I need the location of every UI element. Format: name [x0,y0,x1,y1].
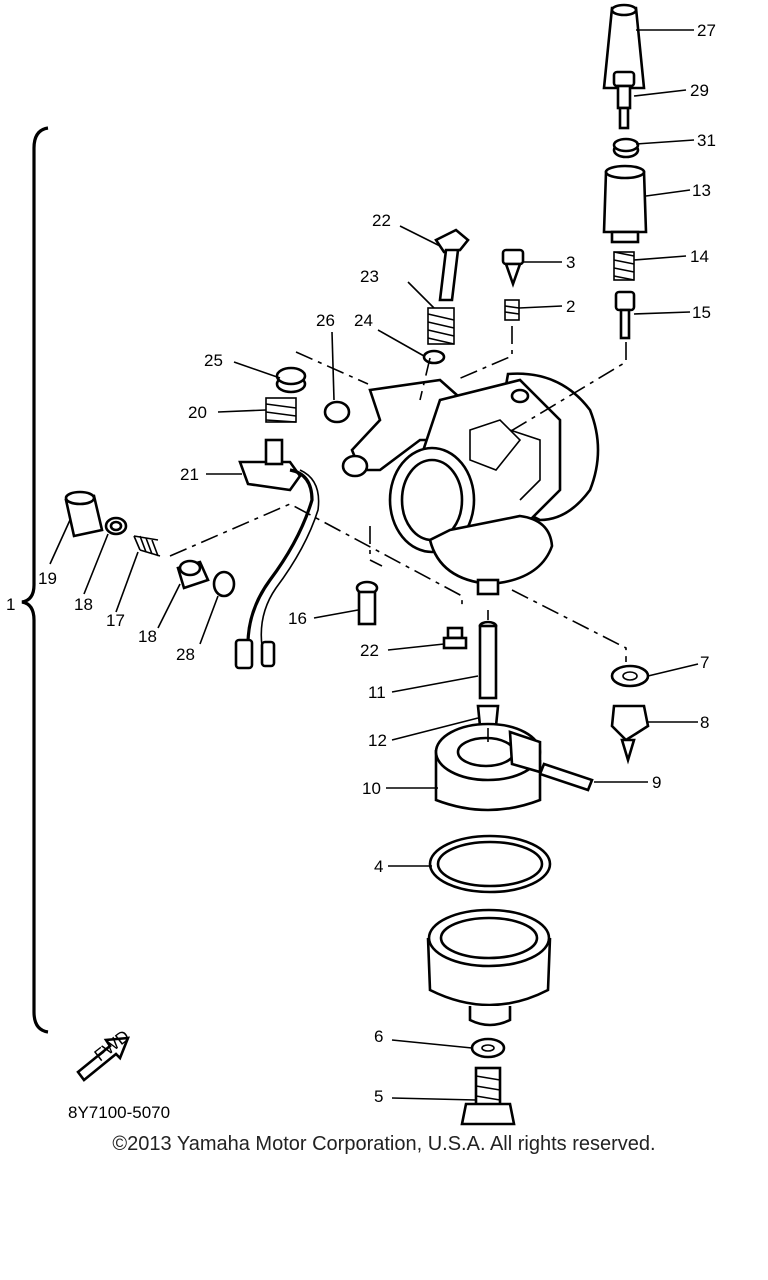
part-16-screw [355,580,379,626]
part-21-cable [246,468,314,645]
part-5-drain-plug [460,1066,516,1126]
part-20-spring [265,397,297,423]
callout-29: 28 [176,645,195,664]
callout-30: 29 [690,81,709,100]
callout-1: 1 [6,595,15,614]
part-7-washer [610,664,650,688]
part-15-throttle-valve [614,290,636,340]
part-13-mixing-chamber-top [602,164,648,244]
part-9-float-pin [538,762,594,792]
callout-7: 7 [700,653,709,672]
part-27-gasket [323,400,351,424]
part-29-washer [212,570,236,598]
fwd-label: FWD [91,1026,133,1065]
part-18-bushing-lower [176,559,210,590]
callout-15: 15 [692,303,711,322]
callout-26: 25 [204,351,223,370]
leader-lines [49,29,699,1101]
part-24-spring [427,307,455,345]
callout-8: 8 [700,713,709,732]
callout-12: 12 [368,731,387,750]
part-8-needle-valve [610,704,650,765]
part-26-nut [275,366,307,394]
callout-13: 13 [692,181,711,200]
callout-24: 23 [360,267,379,286]
callout-18-lower: 18 [138,627,157,646]
callout-18-upper: 18 [74,595,93,614]
callout-17: 17 [106,611,125,630]
exploded-parts-diagram: 1 [6,3,716,1126]
callout-31: 31 [697,131,716,150]
cable-connector-a [234,638,254,670]
assembly-bracket [21,126,49,1034]
part-4-gasket [428,834,552,894]
callout-20: 20 [188,403,207,422]
part-6-washer [470,1037,506,1059]
part-19-cap [64,490,104,538]
part-21-starter-plunger [238,438,302,492]
part-25-washer [422,349,446,365]
callout-10: 10 [362,779,381,798]
float-bowl [426,908,552,1027]
callout-21: 21 [180,465,199,484]
part-30-needle-holder [612,70,636,130]
part-17-spring [133,535,161,557]
callout-19: 19 [38,569,57,588]
cable-connector-b [260,640,276,668]
callout-9: 9 [652,773,661,792]
part-31-nut [612,137,640,159]
callout-4: 4 [374,857,383,876]
callout-6: 6 [374,1027,383,1046]
callout-28: 27 [697,21,716,40]
fwd-arrow-icon [76,1036,130,1082]
alignment-lines [169,326,627,742]
part-code: 8Y7100-5070 [68,1103,170,1122]
part-28-cap [602,3,646,90]
part-18-bushing [104,516,128,536]
part-3-pilot-screw [501,248,525,288]
callout-5: 5 [374,1087,383,1106]
copyright-notice: ©2013 Yamaha Motor Corporation, U.S.A. A… [112,1133,656,1155]
part-10-float [434,722,542,812]
callout-11: 11 [368,683,386,702]
callout-14: 14 [690,247,709,266]
part-14-spring [613,251,635,281]
callout-16: 16 [288,609,307,628]
callout-numbers: 27 29 31 13 14 15 3 2 22 23 24 26 25 20 … [38,21,716,1106]
callout-3: 3 [566,253,575,272]
part-22-screw [442,626,468,650]
callout-23: 22 [372,211,391,230]
callout-2: 2 [566,297,575,316]
part-11-needle-jet [478,620,498,700]
callout-27: 26 [316,311,335,330]
callout-22: 22 [360,641,379,660]
part-23-screw [434,228,470,302]
part-2-spring [504,299,520,321]
callout-25: 24 [354,311,373,330]
carburetor-body [341,372,600,596]
